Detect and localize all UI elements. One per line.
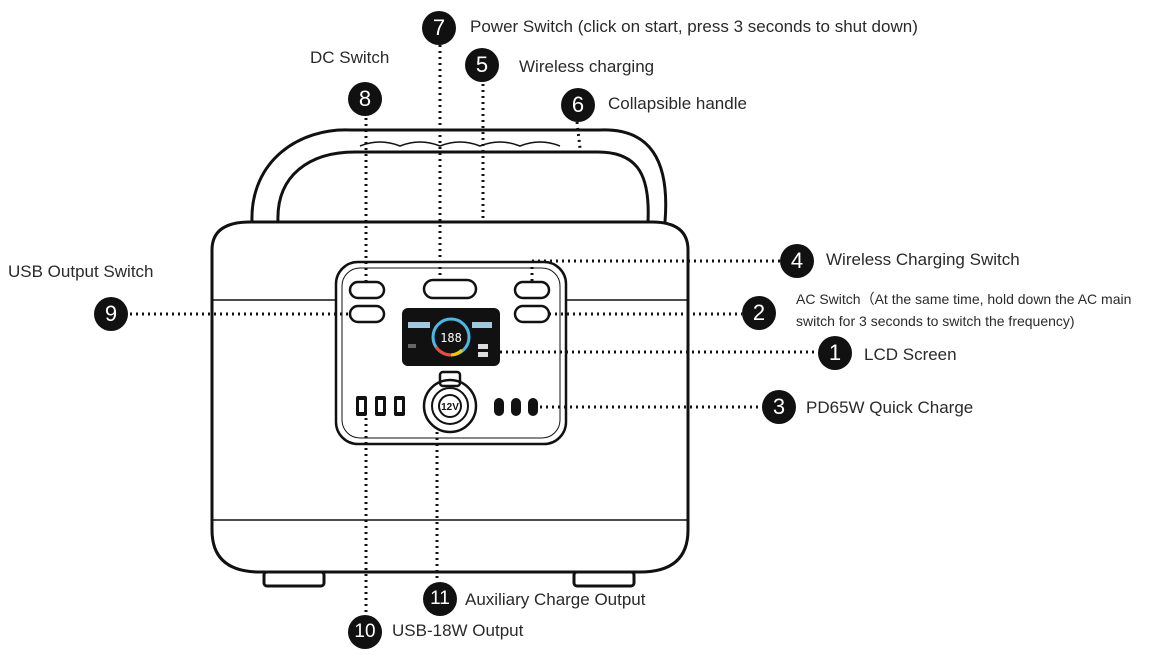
callout-7-label: Power Switch (click on start, press 3 se… bbox=[470, 17, 918, 36]
usb-18w-ports bbox=[356, 396, 405, 416]
collapsible-handle bbox=[250, 128, 668, 223]
callout-5-label: Wireless charging bbox=[519, 57, 655, 76]
wireless-charging-switch-button[interactable] bbox=[513, 280, 551, 300]
dc-switch-button[interactable] bbox=[348, 280, 386, 300]
lcd-screen: 188 bbox=[402, 308, 500, 366]
callout-1-badge: 1 bbox=[818, 336, 852, 370]
callout-5-badge: 5 bbox=[465, 48, 499, 82]
callout-2-label: AC Switch（At the same time, hold down th… bbox=[796, 291, 1132, 329]
callout-8-label: DC Switch bbox=[310, 48, 390, 67]
callout-9-label: USB Output Switch bbox=[8, 262, 154, 281]
callout-6-label: Collapsible handle bbox=[608, 94, 747, 113]
leader-lines bbox=[130, 45, 818, 616]
callout-7-badge: 7 bbox=[422, 11, 456, 45]
callout-9-badge: 9 bbox=[94, 297, 128, 331]
power-switch-button[interactable] bbox=[422, 278, 478, 300]
callout-4-badge: 4 bbox=[780, 244, 814, 278]
callout-3-label: PD65W Quick Charge bbox=[806, 398, 974, 417]
callout-11-badge: 11 bbox=[423, 582, 457, 616]
auxiliary-charge-port: 12V bbox=[422, 370, 478, 434]
callout-1-label: LCD Screen bbox=[864, 345, 957, 364]
dc-12v-label: 12V bbox=[441, 402, 459, 413]
callout-10-badge: 10 bbox=[348, 615, 382, 649]
pd65w-ports bbox=[494, 398, 538, 416]
callout-11-label: Auxiliary Charge Output bbox=[465, 590, 646, 609]
callout-4-label: Wireless Charging Switch bbox=[826, 250, 1020, 269]
ac-switch-button[interactable] bbox=[513, 304, 551, 324]
callout-10-label: USB-18W Output bbox=[392, 621, 524, 640]
usb-output-switch-button[interactable] bbox=[348, 304, 386, 324]
callout-2-badge: 2 bbox=[742, 296, 776, 330]
callout-6-badge: 6 bbox=[561, 88, 595, 122]
lcd-value: 188 bbox=[440, 331, 462, 345]
device-body bbox=[210, 220, 690, 588]
callout-3-badge: 3 bbox=[762, 390, 796, 424]
callout-8-badge: 8 bbox=[348, 82, 382, 116]
